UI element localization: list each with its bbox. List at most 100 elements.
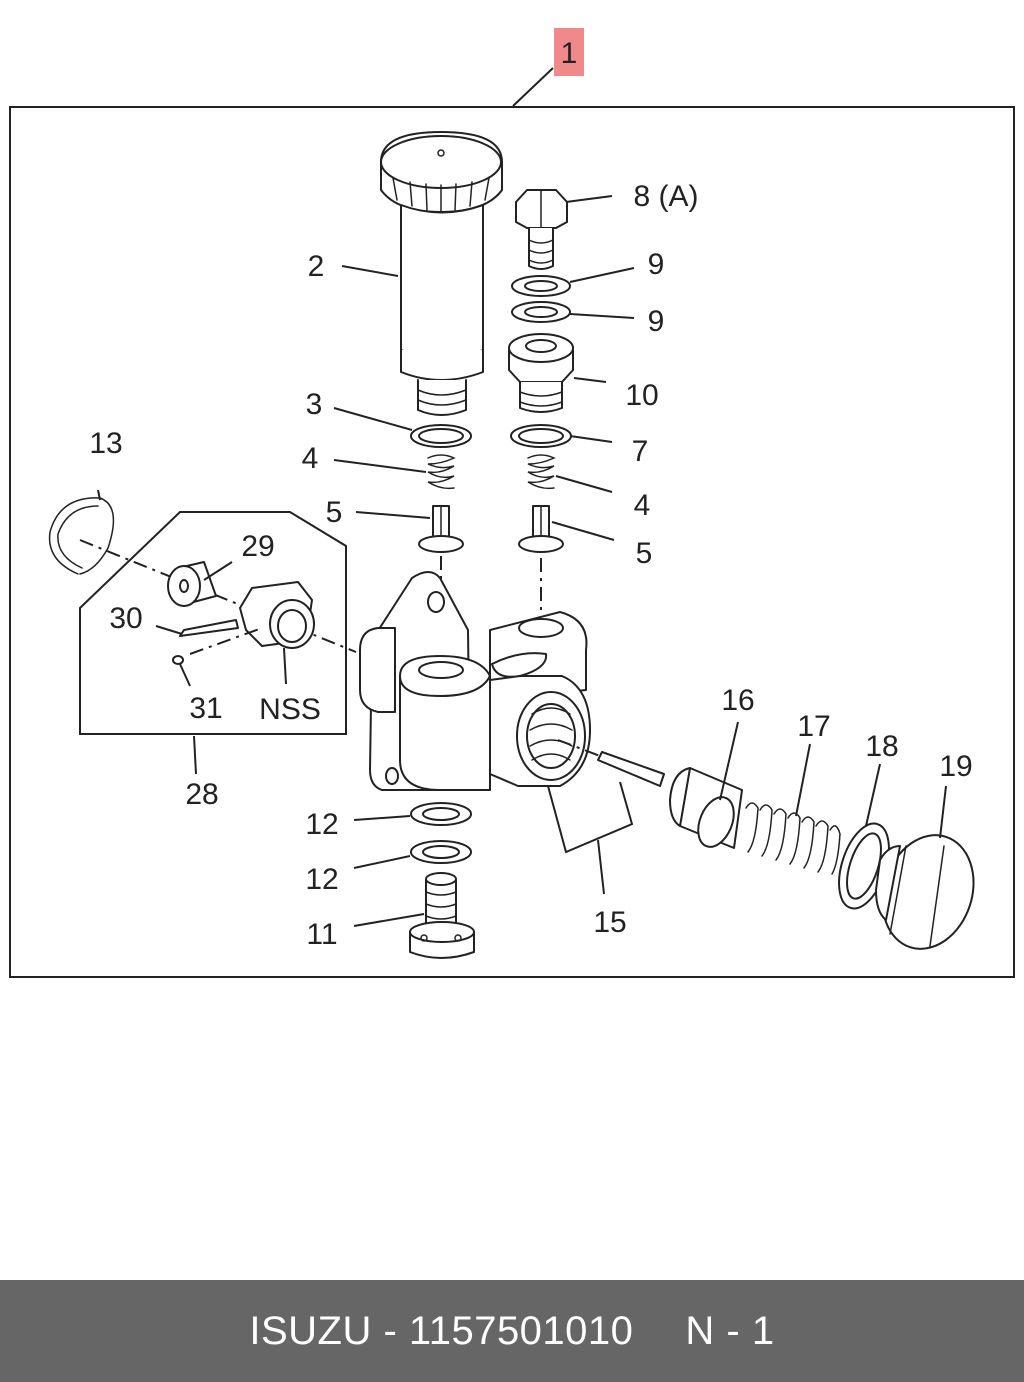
primer-thread-lines	[417, 389, 467, 406]
part-4-spring-right[interactable]	[527, 454, 556, 490]
part-9-washer-lower[interactable]	[511, 301, 571, 323]
sleeve-16-end	[697, 796, 735, 848]
part-16-sleeve[interactable]	[669, 767, 743, 852]
exploded-parts-diagram: 1	[9, 28, 1015, 978]
diagram-frame	[9, 106, 1015, 978]
leader-7	[569, 435, 613, 443]
leader-5b	[551, 521, 615, 541]
leader-28	[193, 735, 197, 775]
part-29-roller[interactable]	[167, 561, 217, 607]
part-15-pin[interactable]	[597, 751, 665, 787]
callout-5a[interactable]: 5	[326, 496, 343, 529]
part-12-washer-upper[interactable]	[410, 802, 472, 826]
snap-ring-13-inner	[57, 505, 99, 569]
part-8-bolt[interactable]	[515, 189, 568, 270]
part-5-valve-left[interactable]	[418, 505, 464, 553]
part-2-primer-pump[interactable]	[380, 131, 503, 416]
holder-thread-lines	[519, 391, 563, 407]
callout-9a[interactable]: 9	[648, 248, 665, 281]
callout-13[interactable]: 13	[89, 427, 122, 460]
footer-brand-part-number: ISUZU - 1157501010	[249, 1308, 634, 1353]
bolt-11-threads	[425, 891, 457, 920]
leader-15	[597, 839, 605, 895]
part-30-pin[interactable]	[179, 619, 239, 637]
callout-16[interactable]: 16	[721, 684, 754, 717]
assembly-tag-label: 1	[561, 37, 578, 70]
leader-nss	[283, 647, 287, 685]
part-17-spring[interactable]	[745, 802, 841, 875]
callout-17[interactable]: 17	[797, 710, 830, 743]
callout-4b[interactable]: 4	[634, 489, 651, 522]
footer-bar: ISUZU - 1157501010 N - 1	[0, 1280, 1024, 1382]
leader-31	[179, 663, 191, 687]
leader-15-bracket	[547, 781, 634, 854]
washer-12-lower-inner	[422, 845, 460, 859]
part-10-valve-holder[interactable]	[508, 333, 574, 413]
callout-4a[interactable]: 4	[302, 442, 319, 475]
gasket-18-inner	[846, 832, 882, 900]
axis-kit	[79, 539, 357, 653]
callout-12b[interactable]: 12	[305, 863, 338, 896]
callout-9b[interactable]: 9	[648, 305, 665, 338]
callout-nss[interactable]: NSS	[259, 693, 321, 726]
bolt-11-hole-a	[420, 934, 428, 942]
callout-8[interactable]: 8 (A)	[633, 180, 698, 213]
pump-housing[interactable]	[359, 571, 591, 791]
assembly-tag[interactable]: 1	[512, 28, 584, 107]
callout-11[interactable]: 11	[306, 918, 337, 951]
gasket-3-inner	[418, 428, 464, 444]
spring-4-left-coil	[427, 454, 456, 490]
callout-5b[interactable]: 5	[636, 537, 653, 570]
kit-28-outline[interactable]	[79, 511, 347, 735]
callout-15[interactable]: 15	[593, 906, 626, 939]
callout-10[interactable]: 10	[625, 379, 658, 412]
part-11-bolt[interactable]	[409, 872, 475, 959]
callout-19[interactable]: 19	[939, 750, 972, 783]
bolt-11-hole-b	[454, 934, 462, 942]
part-7-gasket[interactable]	[510, 424, 572, 448]
tappet-bore-inner	[277, 609, 307, 643]
primer-body	[400, 204, 484, 359]
housing-inlet-boss	[359, 627, 396, 713]
callout-7[interactable]: 7	[632, 435, 649, 468]
part-31-clip[interactable]	[172, 655, 184, 665]
callout-12a[interactable]: 12	[305, 808, 338, 841]
leader-12a	[353, 815, 411, 821]
bolt-thread-lines	[528, 239, 554, 264]
callout-18[interactable]: 18	[865, 730, 898, 763]
leader-18	[865, 763, 881, 827]
part-13-snap-ring[interactable]	[48, 497, 115, 575]
part-4-spring-left[interactable]	[427, 454, 456, 490]
leader-5a	[355, 511, 431, 519]
part-3-gasket[interactable]	[410, 424, 472, 448]
leader-8	[565, 195, 613, 203]
primer-knob-grip	[392, 177, 490, 212]
leader-17	[795, 743, 811, 817]
valve-5-right-seat	[518, 535, 564, 553]
housing-right-port	[518, 618, 564, 638]
flange-bolt-hole-lower	[385, 767, 399, 785]
part-9-washer-upper[interactable]	[511, 275, 571, 297]
roller-29-hole	[179, 579, 189, 593]
plug-19-shank	[875, 845, 901, 921]
callout-3[interactable]: 3	[306, 388, 323, 421]
part-5-valve-right[interactable]	[518, 505, 564, 553]
leader-11	[353, 913, 425, 927]
housing-left-port	[418, 661, 464, 679]
part-19-plug[interactable]	[868, 823, 988, 961]
callout-29[interactable]: 29	[241, 530, 274, 563]
callout-2[interactable]: 2	[308, 250, 325, 283]
part-12-washer-lower[interactable]	[410, 840, 472, 864]
callout-30[interactable]: 30	[109, 602, 142, 635]
pin-30-body	[179, 619, 239, 637]
spring-17-coils	[745, 802, 841, 875]
part-nss-tappet[interactable]	[239, 581, 315, 649]
assembly-tag-highlight	[554, 28, 584, 76]
plug-19-hex-edges	[889, 845, 945, 947]
valve-5-left-seat	[418, 535, 464, 553]
callout-31[interactable]: 31	[189, 692, 222, 725]
flange-bolt-hole	[427, 591, 445, 613]
spring-4-right-coil	[527, 454, 556, 490]
callout-28[interactable]: 28	[185, 778, 218, 811]
leader-4a	[333, 459, 427, 473]
